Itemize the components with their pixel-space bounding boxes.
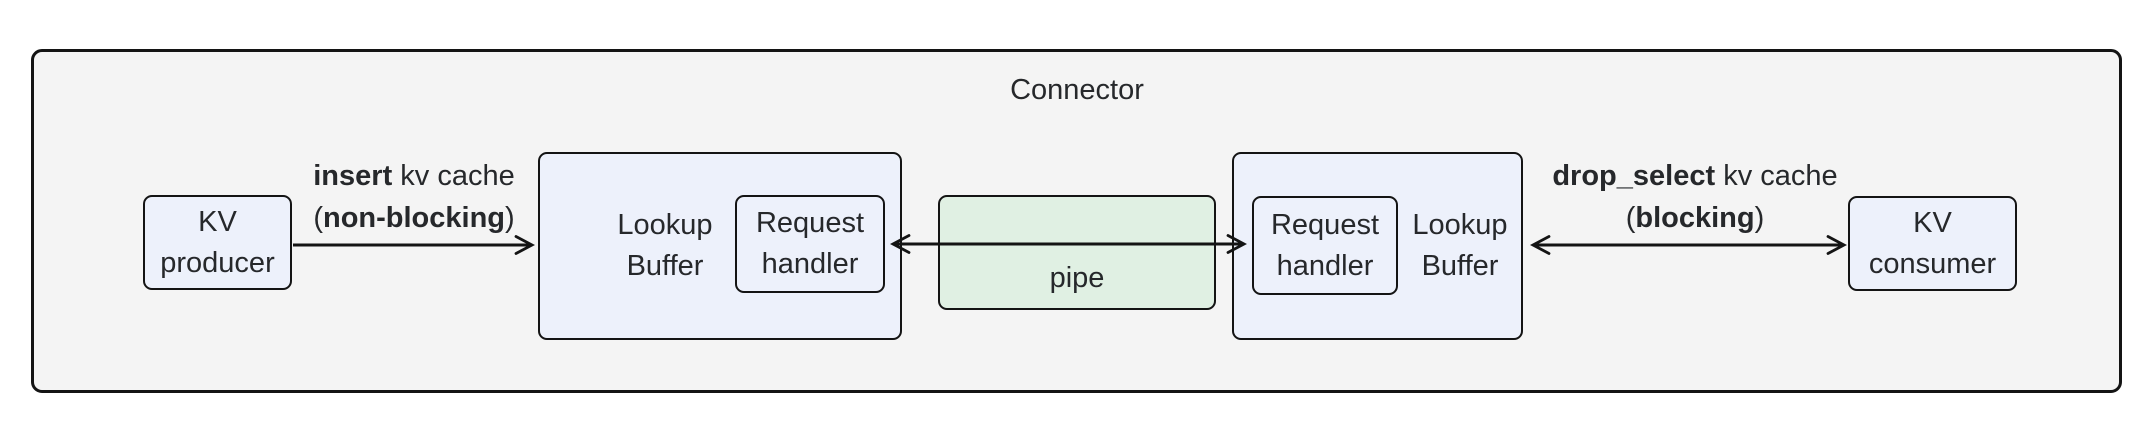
connector-title: Connector (1010, 74, 1144, 106)
request-handler-left-label-line2: handler (761, 248, 859, 280)
kv-producer-node: KV producer (143, 195, 292, 290)
request-handler-left-node: Request handler (735, 195, 885, 293)
insert-edge-label-line2: (non-blocking) (313, 202, 515, 234)
lookup-buffer-right-label-line2: Buffer (1421, 250, 1499, 282)
pipe-label: pipe (1049, 262, 1105, 294)
request-handler-right-node: Request handler (1252, 196, 1398, 295)
insert-edge-label-line1: insert kv cache (313, 160, 515, 192)
kv-consumer-label-line1: KV (1913, 206, 1952, 239)
request-handler-right-label-line2: handler (1276, 249, 1374, 282)
kv-consumer-node: KV consumer (1848, 196, 2017, 291)
lookup-buffer-left-label-line2: Buffer (626, 250, 704, 282)
insert-edge-label: insert kv cache (non-blocking) (254, 155, 574, 239)
lookup-buffer-left-label: Lookup Buffer (575, 152, 755, 340)
drop-select-edge-label-line1: drop_select kv cache (1552, 160, 1838, 192)
lookup-buffer-left-label-line1: Lookup (617, 209, 713, 241)
kv-consumer-label-line2: consumer (1868, 247, 1997, 280)
drop-select-edge-label: drop_select kv cache (blocking) (1525, 155, 1865, 239)
kv-producer-label-line2: producer (160, 246, 275, 279)
drop-select-edge-label-line2: (blocking) (1625, 202, 1765, 234)
request-handler-left-label-line1: Request (755, 207, 864, 239)
lookup-buffer-right-label: Lookup Buffer (1370, 152, 1550, 340)
request-handler-right-label-line1: Request (1270, 208, 1379, 241)
kv-producer-label-line1: KV (198, 205, 237, 238)
lookup-buffer-right-label-line1: Lookup (1412, 209, 1508, 241)
pipe-node: pipe (938, 195, 1216, 310)
